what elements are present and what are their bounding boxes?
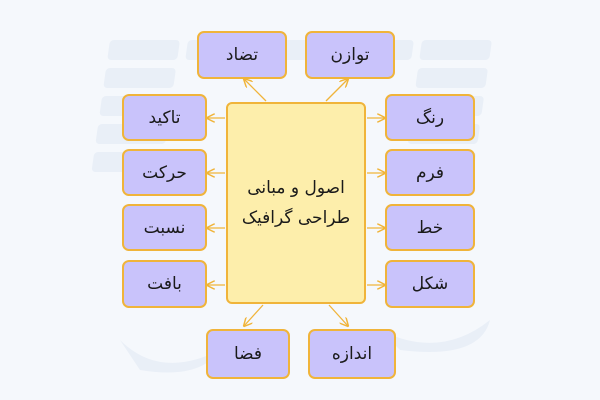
node-takid: تاکید [122,94,207,141]
node-andaze: اندازه [308,329,396,379]
node-nesbat: نسبت [122,204,207,251]
node-tavazon: توازن [305,31,395,79]
center-topic: اصول و مبانی طراحی گرافیک [226,102,366,304]
node-khat: خط [385,204,475,251]
node-harekat: حرکت [122,149,207,196]
node-form: فرم [385,149,475,196]
connector-tazad [244,79,267,102]
node-tazad: تضاد [197,31,287,79]
connector-tavazon [325,79,348,102]
connector-andaze [328,304,348,326]
node-rang: رنگ [385,94,475,141]
node-baft: بافت [122,260,207,308]
node-shekl: شکل [385,260,475,308]
connector-faza [244,304,264,326]
center-title-line2: طراحی گرافیک [241,208,351,228]
node-faza: فضا [206,329,290,379]
center-title-line1: اصول و مبانی [247,178,345,198]
